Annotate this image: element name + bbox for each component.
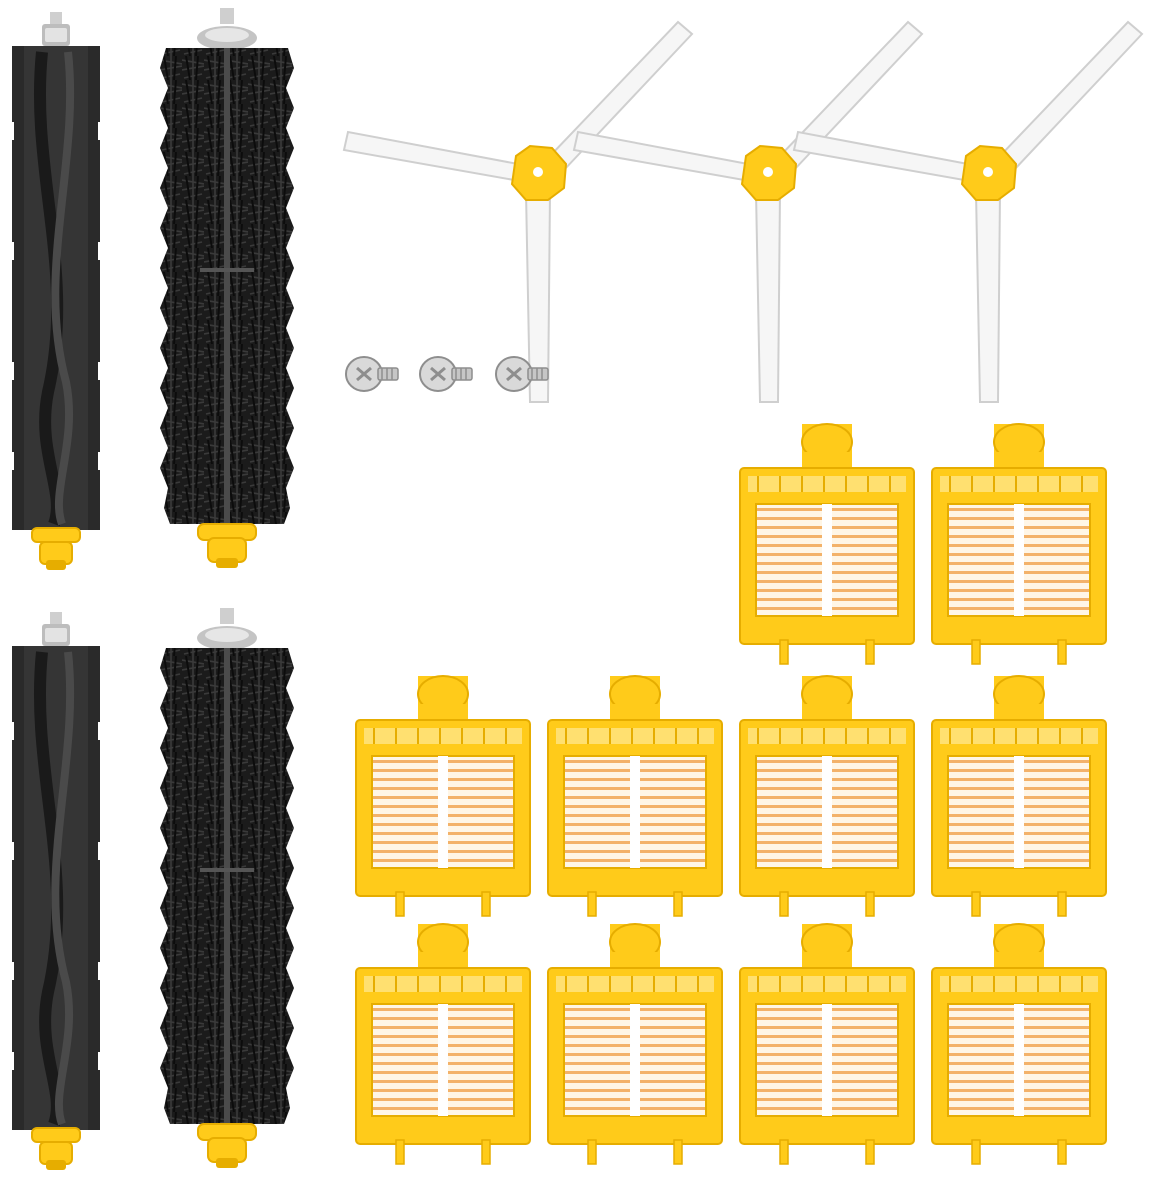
side-brush-icon — [343, 21, 693, 403]
hepa-filter-icon — [547, 675, 723, 917]
hepa-filter-icon — [739, 675, 915, 917]
hepa-filter-icon — [547, 923, 723, 1165]
screw-icon — [418, 355, 474, 393]
hepa-filter-icon — [739, 423, 915, 665]
screw-icon — [344, 355, 400, 393]
bristle-roller-icon — [159, 607, 295, 1169]
hepa-filter-icon — [931, 423, 1107, 665]
rubber-roller-icon — [6, 612, 106, 1170]
side-brush-icon — [793, 21, 1143, 403]
hepa-filter-icon — [931, 923, 1107, 1165]
hepa-filter-icon — [355, 675, 531, 917]
hepa-filter-icon — [739, 923, 915, 1165]
hepa-filter-icon — [355, 923, 531, 1165]
bristle-roller-icon — [159, 7, 295, 569]
hepa-filter-icon — [931, 675, 1107, 917]
rubber-roller-icon — [6, 12, 106, 570]
